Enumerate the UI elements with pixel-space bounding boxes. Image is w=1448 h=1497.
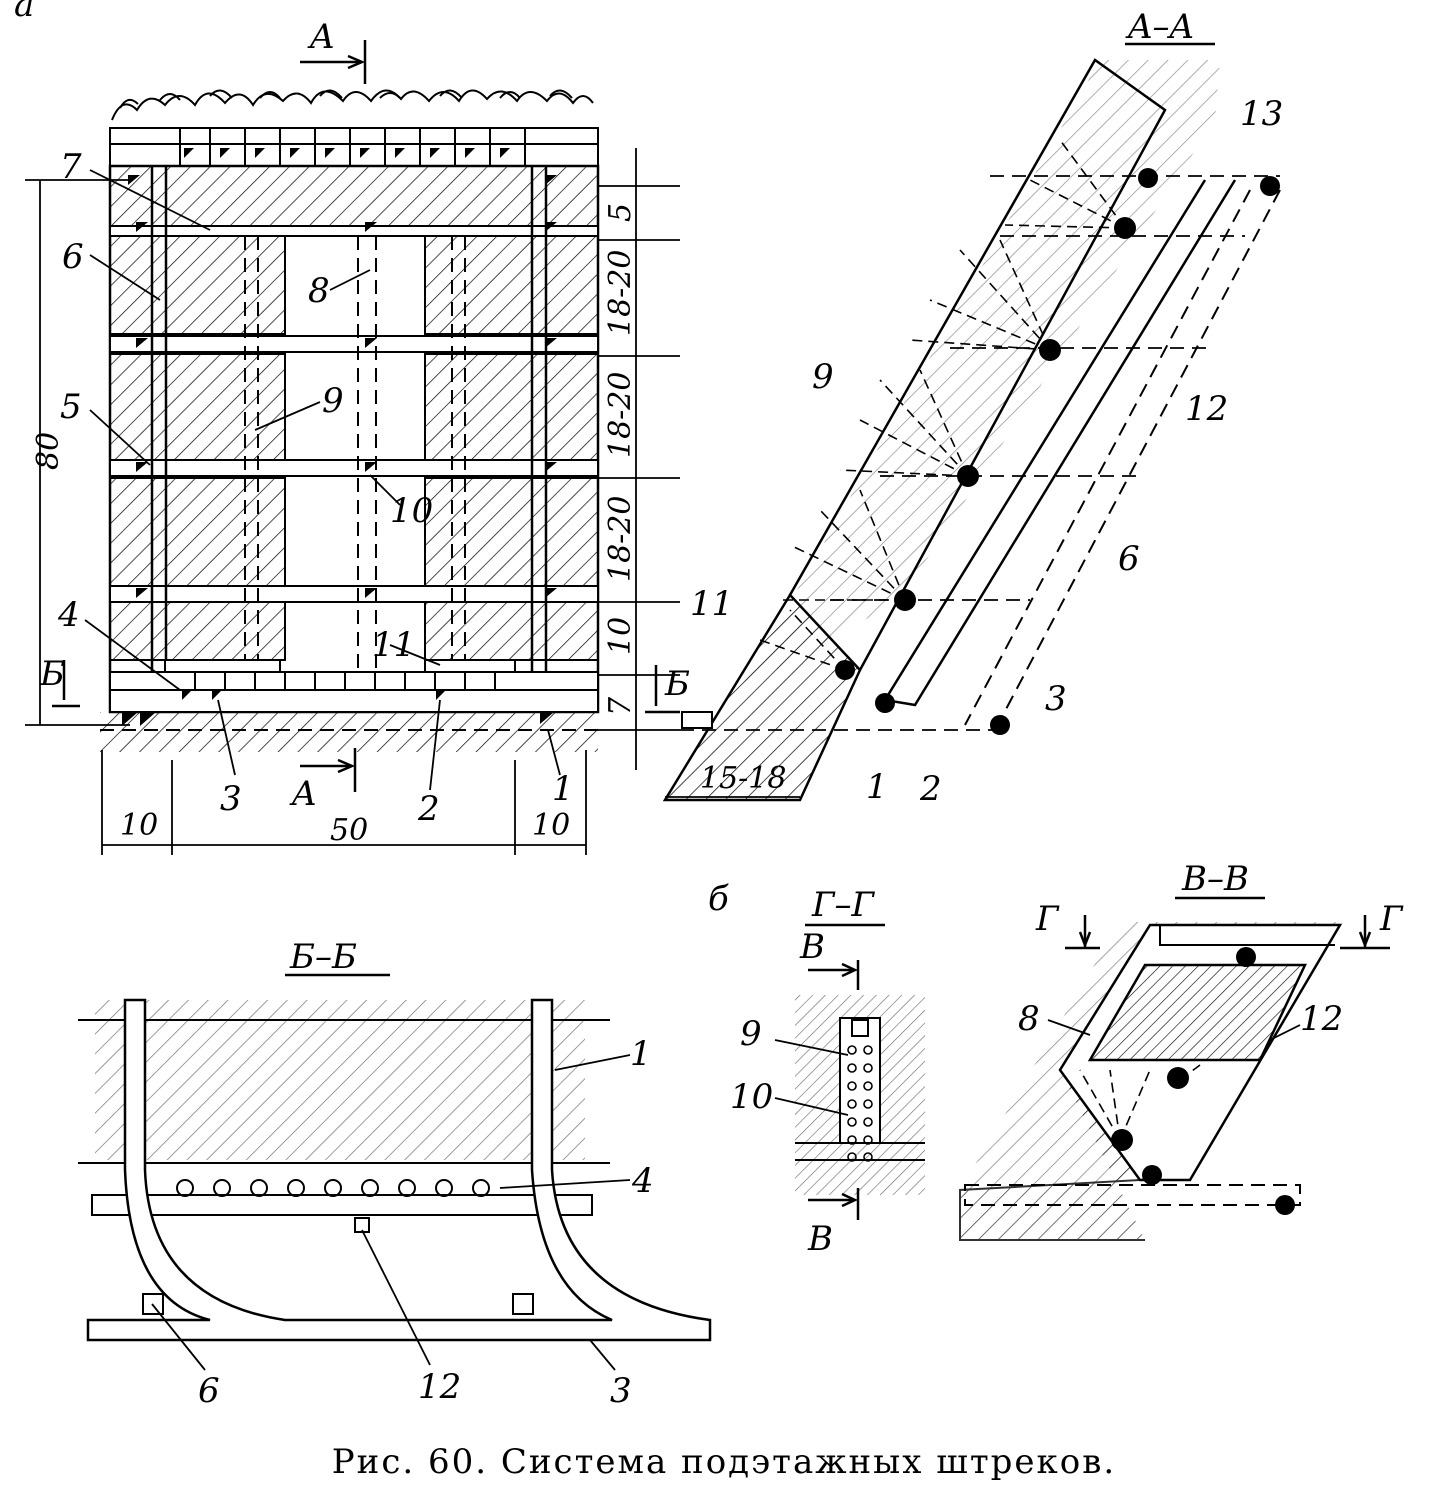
aa-num-3: 3 xyxy=(1045,679,1067,719)
bb-num-12: 12 xyxy=(418,1367,461,1407)
num-5: 5 xyxy=(60,387,82,427)
sublevel-drifts xyxy=(109,225,599,603)
mining-system-drawing: а б A–A Б–Б В–В Г–Г A A Б Б В В Г Г 80 5… xyxy=(14,0,1404,1411)
dim-level-3: 18-20 xyxy=(603,372,638,458)
front-view xyxy=(25,40,680,855)
num-2: 2 xyxy=(417,789,440,829)
bb-chute-circles xyxy=(176,1179,490,1197)
num-9: 9 xyxy=(322,381,344,421)
cut-a-top: A xyxy=(307,17,335,57)
gg-holes xyxy=(847,1045,873,1162)
dim-level-2: 18-20 xyxy=(603,250,638,336)
dim-level-5: 10 xyxy=(603,617,638,655)
lower-drill-markers xyxy=(122,690,554,726)
broken-ore-top xyxy=(111,89,594,121)
vv-num-8: 8 xyxy=(1018,999,1040,1039)
raises xyxy=(150,166,548,700)
cut-mark-a xyxy=(52,40,680,792)
aa-num-12: 12 xyxy=(1185,389,1228,429)
leader-lines xyxy=(84,169,561,791)
cut-g-right: Г xyxy=(1379,899,1404,939)
section-bb-title: Б–Б xyxy=(289,937,357,977)
num-6: 6 xyxy=(62,237,84,277)
center-raise xyxy=(244,236,466,690)
dim-level-1: 5 xyxy=(603,203,638,222)
bb-num-6: 6 xyxy=(198,1371,220,1411)
vv-num-12: 12 xyxy=(1300,999,1343,1039)
dim-width-right: 10 xyxy=(532,808,570,843)
num-11: 11 xyxy=(372,625,415,665)
bb-num-3: 3 xyxy=(610,1371,632,1411)
part-b-label: б xyxy=(708,879,729,919)
section-b-b xyxy=(78,973,712,1371)
num-4: 4 xyxy=(57,595,80,635)
upper-chutes xyxy=(179,128,526,166)
dim-width-left: 10 xyxy=(120,808,158,843)
dim-level-4: 18-20 xyxy=(603,496,638,582)
cut-v-bottom: В xyxy=(807,1219,833,1259)
section-vv-title: В–В xyxy=(1181,859,1249,899)
part-a-label: а xyxy=(14,0,34,25)
section-a-a xyxy=(662,42,1281,802)
aa-num-13: 13 xyxy=(1240,94,1283,134)
dim-aa-bottom: 15-18 xyxy=(700,761,786,796)
dim-level-6: 7 xyxy=(603,696,638,716)
aa-num-6: 6 xyxy=(1118,539,1140,579)
aa-num-2: 2 xyxy=(919,769,942,809)
aa-num-11: 11 xyxy=(690,584,733,624)
cut-b-left: Б xyxy=(39,654,65,694)
num-10: 10 xyxy=(390,491,433,531)
num-7: 7 xyxy=(60,147,82,187)
cut-a-bottom: A xyxy=(289,774,317,814)
section-gg-title: Г–Г xyxy=(811,885,876,925)
figure-caption: Рис. 60. Система подэтажных штреков. xyxy=(331,1442,1117,1482)
section-aa-title: A–A xyxy=(1125,7,1194,47)
num-1: 1 xyxy=(552,769,574,809)
num-8: 8 xyxy=(308,271,330,311)
bb-num-1: 1 xyxy=(630,1034,652,1074)
aa-num-1: 1 xyxy=(866,767,888,807)
aa-num-9: 9 xyxy=(812,357,834,397)
gg-num-9: 9 xyxy=(740,1014,762,1054)
dim-width-mid: 50 xyxy=(330,813,368,848)
gg-num-10: 10 xyxy=(730,1077,773,1117)
section-v-v xyxy=(959,896,1390,1241)
drawing-labels: а б A–A Б–Б В–В Г–Г A A Б Б В В Г Г 80 5… xyxy=(14,0,1404,1411)
dimension-lines xyxy=(25,148,680,855)
section-g-g xyxy=(774,923,925,1220)
cut-v-top: В xyxy=(799,927,825,967)
cut-g-left: Г xyxy=(1035,899,1060,939)
num-3: 3 xyxy=(220,779,242,819)
cut-b-right: Б xyxy=(664,664,690,704)
bb-num-4: 4 xyxy=(631,1161,654,1201)
dim-height-total: 80 xyxy=(31,432,66,470)
drill-markers xyxy=(128,148,557,598)
